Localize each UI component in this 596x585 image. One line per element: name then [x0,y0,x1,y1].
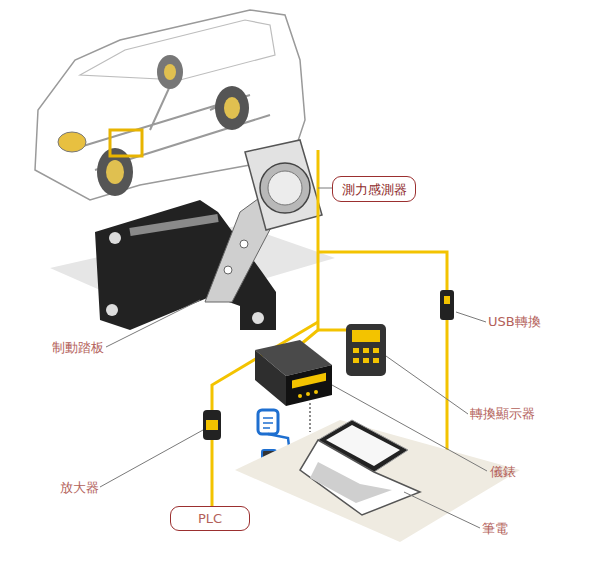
bracket-hole [252,312,264,324]
laptop-keyboard [310,462,392,503]
load-cell-face [268,171,302,205]
amplifier-body [203,410,221,440]
meter-front [286,365,332,406]
car-engine [58,132,86,152]
car-hub [164,64,176,80]
part-label: 轉換顯示器 [470,406,535,421]
leader-line [332,385,487,471]
leader-line [106,300,200,347]
arm-hole [240,240,248,248]
signal-wire [318,329,346,332]
meter [255,340,332,406]
car-wheel [215,86,249,130]
converter-key [373,348,379,353]
car-hub [106,160,124,184]
car-chassis [70,75,270,170]
device-lines [263,418,273,428]
converter-screen [352,330,380,342]
node-text: 測力感測器 [342,182,407,197]
pedal-cylinder [130,218,218,232]
meter-side [255,350,286,406]
leader-line [100,430,203,487]
brake-pedal [95,140,322,330]
data-link-dotted [309,403,311,432]
meter-display [292,373,326,389]
car-wheel [157,55,183,89]
car-hub [224,97,240,119]
part-label: 制動踏板 [52,340,104,355]
converter-key [363,358,369,363]
meter-button [306,392,310,396]
converter-body [346,324,386,376]
signal-wire [300,150,318,345]
part-label: 儀錶 [490,464,516,479]
bracket-hole [109,232,121,244]
meter-button [314,390,318,394]
part-label: 筆電 [482,521,508,536]
bracket-hole [106,304,118,316]
meter-button [298,394,302,398]
arm-hole [224,266,232,274]
part-label: USB轉換 [488,314,541,329]
converter-display [346,324,386,376]
leader-line [404,492,480,528]
leader-line [456,312,486,322]
leader-line [386,356,468,414]
sensor-plate [245,140,322,230]
amplifier-mark [206,420,218,430]
usb-converter [440,290,454,320]
converter-key [363,348,369,353]
laptop-platform [235,420,520,542]
converter-key [373,358,379,363]
usb-mark [444,296,450,304]
laptop-base [300,440,420,515]
part-label: 放大器 [60,480,99,495]
leader-lines [100,188,487,528]
signal-wire [211,440,214,506]
converter-key [353,358,359,363]
converter-key [353,348,359,353]
callout-box: 測力感測器 [332,176,416,202]
signal-wire [318,252,447,290]
highlight-box [110,130,142,156]
load-cell [260,163,310,213]
node-text: PLC [198,511,222,526]
callout-box: PLC [170,506,250,531]
laptop [300,420,420,515]
device-head [258,410,278,434]
leader-line [318,188,332,189]
